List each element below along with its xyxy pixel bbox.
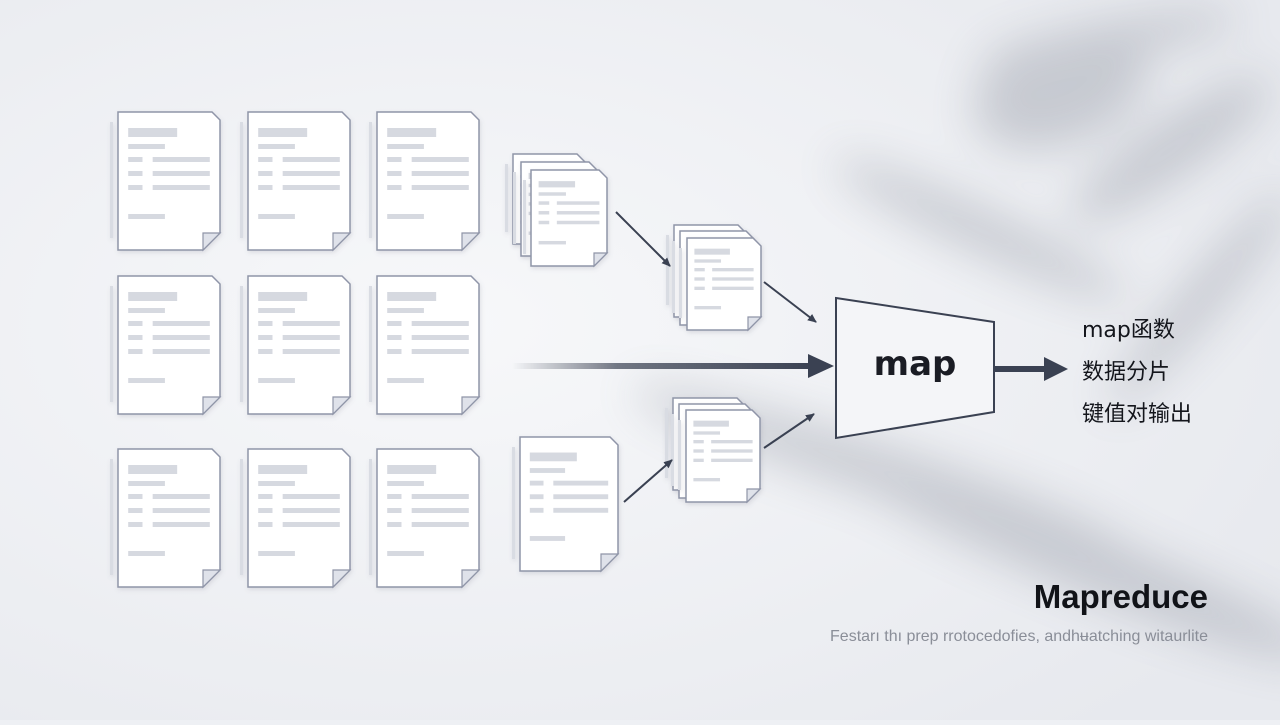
arrow-doc-to-stack-d: [623, 459, 673, 503]
output-arrow: [994, 357, 1068, 381]
split-document-c: [512, 436, 620, 573]
source-document-r3-c2: [240, 448, 352, 589]
output-label-kv-output: 键值对输出: [1082, 402, 1193, 427]
map-node-label: map: [873, 344, 957, 384]
source-document-r3-c3: [369, 448, 481, 589]
connector-arrows: [615, 211, 817, 503]
main-input-arrow: [512, 354, 834, 378]
source-document-r1-c2: [240, 111, 352, 252]
documents: [110, 111, 763, 589]
source-document-r2-c3: [369, 275, 481, 416]
output-label-data-shard: 数据分片: [1082, 360, 1171, 385]
arrow-stack-d-to-map: [763, 413, 815, 449]
diagram-subtitle: Festarı thı prep rrotocedofies, andhʉatc…: [830, 628, 1208, 645]
source-document-r2-c1: [110, 275, 222, 416]
split-stack-d-sheet-3: [678, 409, 762, 504]
source-document-r3-c1: [110, 448, 222, 589]
source-document-r2-c2: [240, 275, 352, 416]
arrow-stack-a-to-b: [615, 211, 671, 267]
arrow-stack-b-to-map: [763, 281, 817, 323]
split-stack-b-sheet-3: [679, 237, 763, 332]
output-label-list: map函数 数据分片 键值对输出: [1082, 314, 1192, 440]
map-node: [835, 296, 995, 440]
output-label-map-function: map函数: [1082, 318, 1175, 343]
source-document-r1-c3: [369, 111, 481, 252]
diagram-title: Mapreduce: [1033, 578, 1208, 615]
source-document-r1-c1: [110, 111, 222, 252]
split-stack-a-sheet-3: [523, 169, 609, 268]
